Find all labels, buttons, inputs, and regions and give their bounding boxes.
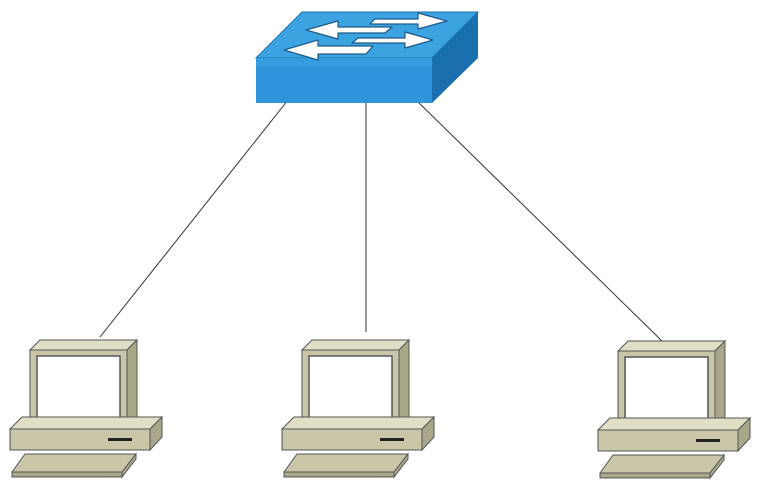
network-links — [99, 99, 665, 344]
switch-arrow-mark — [369, 12, 448, 30]
network-switch-icon — [254, 11, 480, 103]
cpu-front — [597, 429, 739, 452]
drive-slot — [108, 438, 132, 441]
drive-slot — [696, 439, 720, 442]
cpu-top — [596, 417, 752, 431]
keyboard-top — [11, 453, 138, 473]
monitor-side — [398, 338, 410, 431]
keyboard-front — [599, 472, 711, 479]
monitor-screen — [308, 355, 393, 421]
desktop-computer-icon — [280, 338, 436, 479]
monitor-screen — [624, 356, 709, 422]
desktop-computer-icon — [8, 338, 164, 479]
drive-slot — [380, 438, 404, 441]
monitor-top — [300, 339, 411, 351]
keyboard-front — [11, 471, 123, 478]
cpu-top — [280, 416, 436, 430]
switch-arrow-mark — [351, 31, 434, 49]
monitor-side — [126, 338, 138, 431]
keyboard-front — [283, 471, 395, 478]
network-link — [99, 99, 289, 338]
desktop-computer-icon — [596, 339, 752, 480]
keyboard-top — [283, 453, 410, 473]
cpu-front — [281, 428, 423, 451]
switch-front-highlight — [256, 58, 432, 66]
network-link — [415, 99, 665, 344]
monitor-top — [28, 339, 139, 351]
keyboard-side — [709, 453, 725, 480]
cpu-front — [9, 428, 151, 451]
network-switch — [254, 11, 480, 103]
keyboard-side — [121, 452, 137, 479]
switch-side-face — [432, 12, 478, 103]
keyboard-side — [393, 452, 409, 479]
monitor-top — [616, 340, 727, 352]
switch-arrow-mark — [305, 20, 393, 40]
computers-group — [8, 338, 752, 480]
switch-arrow-mark — [283, 39, 374, 61]
cpu-top — [8, 416, 164, 430]
monitor-side — [714, 339, 726, 432]
monitor-screen — [36, 355, 121, 421]
keyboard-top — [599, 454, 726, 474]
